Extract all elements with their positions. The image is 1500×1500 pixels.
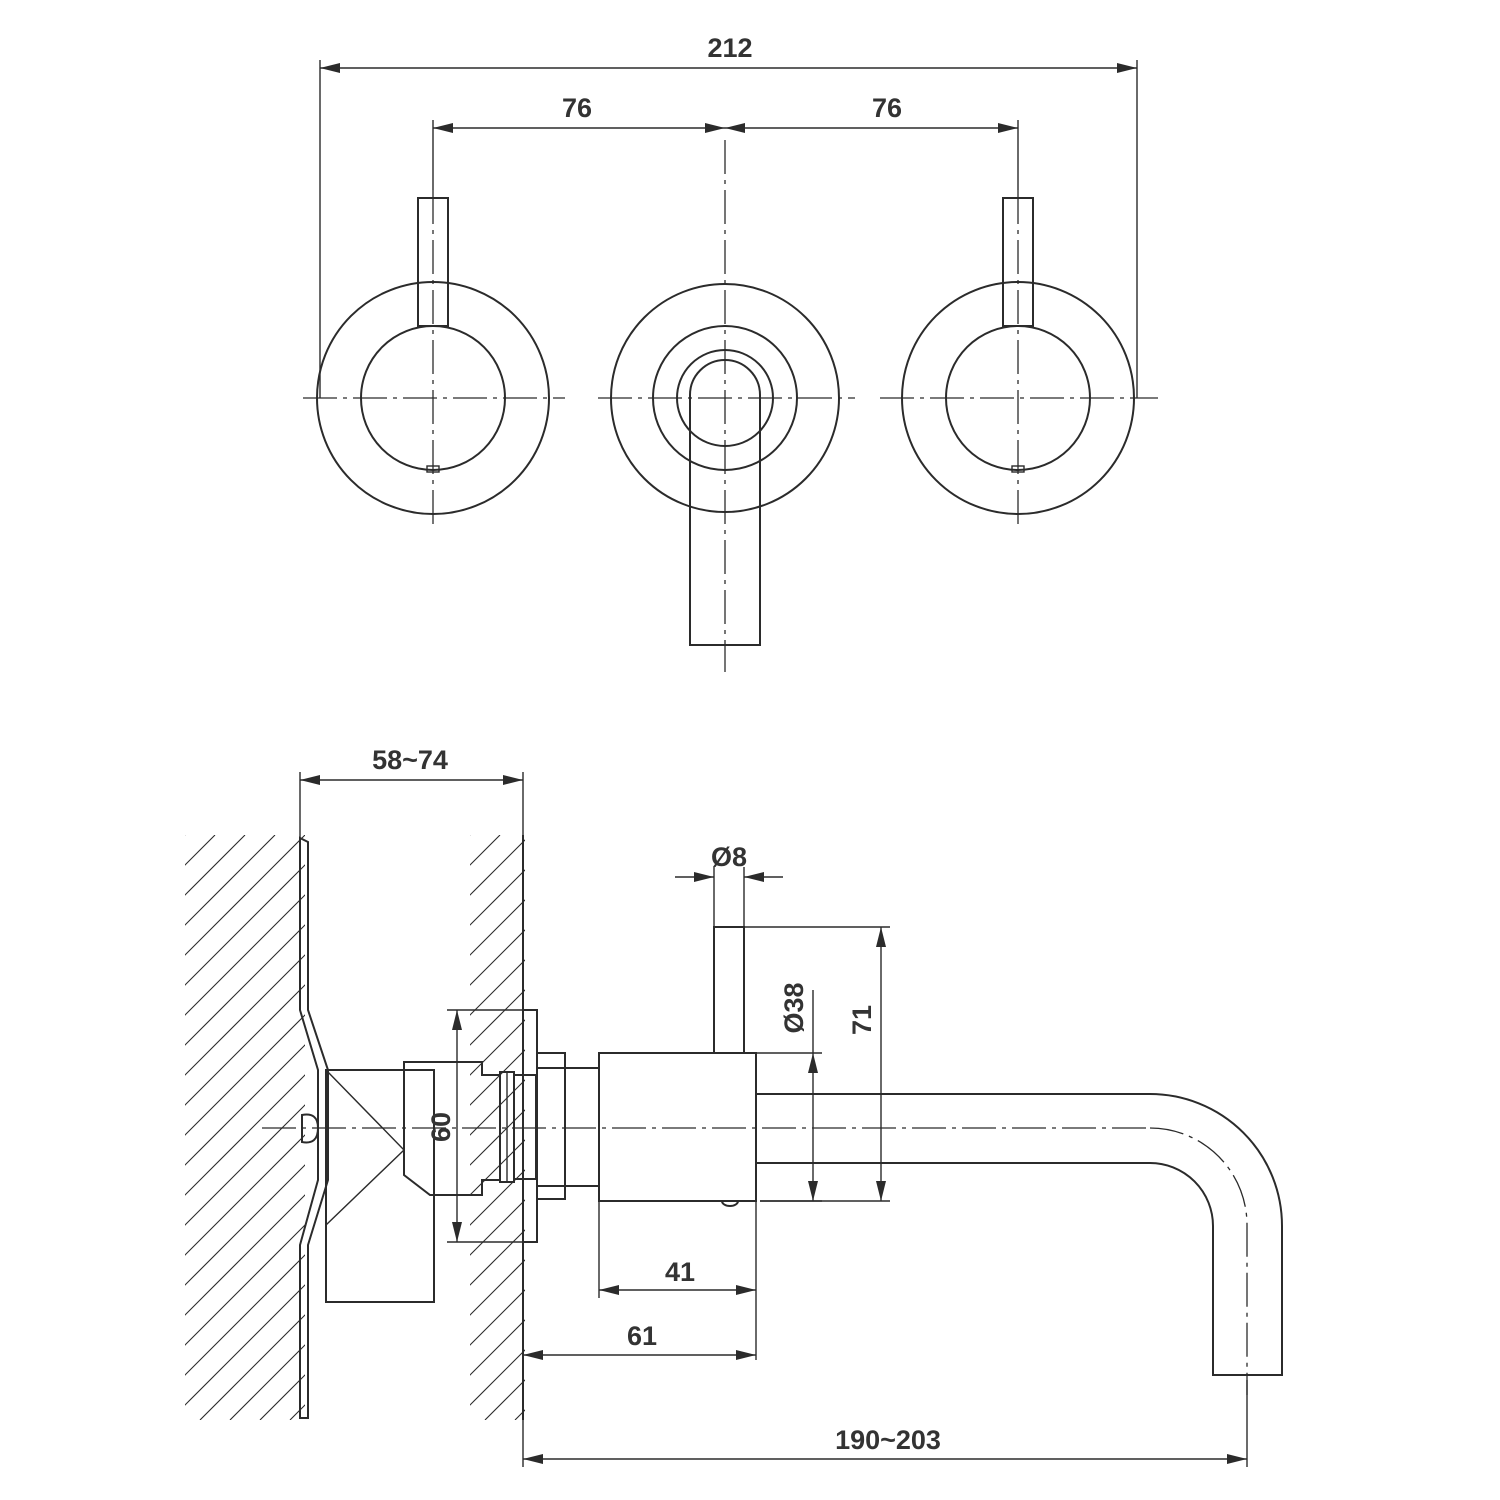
dimension-body-length: 41 <box>598 1201 757 1360</box>
dimension-handle-diameter: Ø8 <box>675 842 783 927</box>
hatch-line <box>470 1289 525 1346</box>
hatch-line <box>199 1314 305 1420</box>
hatch-line <box>185 1044 305 1166</box>
hatch-line <box>185 835 276 926</box>
right-valve-front <box>880 190 1158 530</box>
side-view: 58~74 Ø8 71 Ø38 <box>185 745 1283 1467</box>
left-valve-front <box>303 190 565 530</box>
label-body-diameter: Ø38 <box>779 982 809 1033</box>
dimension-overall-width: 212 <box>320 33 1137 73</box>
dimension-wall-depth: 58~74 <box>299 745 524 838</box>
hatch-line <box>470 835 471 836</box>
concealed-valve-body <box>325 1061 537 1303</box>
hatch-line <box>185 864 305 986</box>
wall-hatch-left <box>185 835 305 1420</box>
label-overall-width: 212 <box>707 33 752 63</box>
front-view: 212 76 76 <box>303 33 1158 672</box>
label-flange-height: 60 <box>426 1112 456 1142</box>
label-left-spacing: 76 <box>562 93 592 123</box>
label-handle-diameter: Ø8 <box>711 842 747 872</box>
hatch-line <box>185 835 186 836</box>
hatch-line <box>185 924 305 1046</box>
hatch-line <box>185 894 305 1016</box>
label-body-projection: 61 <box>627 1321 657 1351</box>
spout-front <box>598 140 855 672</box>
hatch-line <box>185 835 246 896</box>
hatch-line <box>185 1284 305 1406</box>
label-body-length: 41 <box>665 1257 695 1287</box>
dimension-left-spacing: 76 <box>433 93 725 133</box>
dimension-body-diameter: Ø38 <box>756 982 822 1202</box>
dimension-body-projection: 61 <box>523 1321 756 1360</box>
hatch-line <box>185 1014 305 1136</box>
hatch-line <box>185 954 305 1076</box>
hatch-line <box>470 899 525 956</box>
label-handle-height: 71 <box>847 1005 877 1035</box>
escutcheon-side <box>522 1009 600 1243</box>
label-wall-depth: 58~74 <box>372 745 448 775</box>
dimension-right-spacing: 76 <box>725 93 1018 133</box>
dimension-handle-height: 71 <box>744 926 890 1202</box>
hatch-line <box>185 835 216 866</box>
spout-pipe-side <box>756 1093 1283 1376</box>
dimension-spout-reach: 190~203 <box>522 1380 1248 1467</box>
dimension-flange-height: 60 <box>426 1009 523 1243</box>
label-spout-reach: 190~203 <box>835 1425 941 1455</box>
hatch-line <box>185 1254 305 1376</box>
spout-body-side <box>598 926 757 1207</box>
hatch-line <box>185 1074 305 1196</box>
hatch-line <box>185 835 305 956</box>
label-right-spacing: 76 <box>872 93 902 123</box>
hatch-line <box>185 1224 305 1346</box>
